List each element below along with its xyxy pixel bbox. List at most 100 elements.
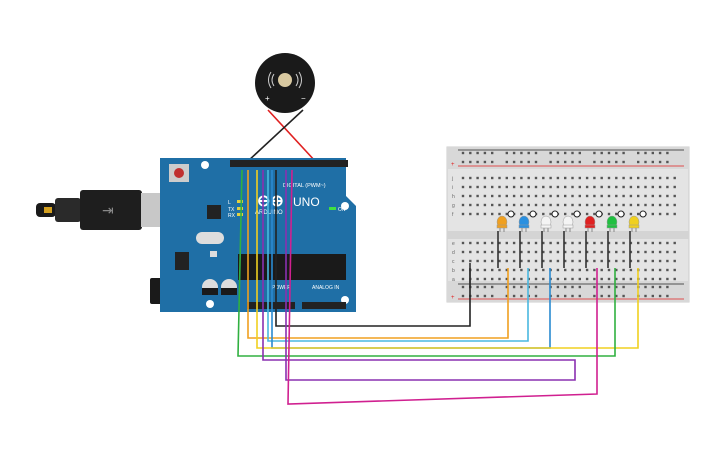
led-white[interactable] [562, 210, 581, 232]
wire-green[interactable] [237, 169, 616, 357]
breadboard-hole [564, 176, 567, 180]
breadboard-hole [593, 176, 596, 180]
breadboard-hole [578, 185, 581, 189]
breadboard-hole [549, 151, 552, 155]
breadboard-holes [461, 151, 676, 298]
led-green[interactable] [606, 210, 625, 232]
breadboard-hole [505, 241, 508, 245]
breadboard-hole [607, 176, 611, 180]
wire-orange[interactable] [247, 170, 509, 339]
breadboard-hole [600, 160, 603, 164]
breadboard-hole [673, 241, 676, 245]
breadboard-hole [637, 160, 640, 164]
breadboard-hole [651, 250, 654, 254]
led-white[interactable] [540, 210, 559, 232]
breadboard-hole [461, 277, 465, 281]
breadboard-hole [534, 250, 538, 254]
breadboard-hole [629, 194, 633, 198]
breadboard-hole [527, 160, 530, 164]
buzzer-wire-black[interactable] [246, 109, 304, 163]
led-marker-icon [617, 210, 625, 218]
led-yellow[interactable] [628, 210, 647, 232]
breadboard-hole [585, 194, 589, 198]
breadboard-hole [556, 185, 560, 189]
wire-purple[interactable] [262, 170, 576, 381]
breadboard-hole [593, 268, 596, 272]
breadboard-hole [622, 194, 625, 198]
breadboard-hole [637, 250, 640, 254]
led-blue[interactable] [518, 210, 537, 232]
arduino-logo-icon: ⊖⊕ [257, 193, 284, 210]
breadboard-hole [549, 250, 552, 254]
breadboard-hole [498, 259, 501, 263]
breadboard-hole [607, 259, 611, 263]
breadboard-hole [476, 185, 479, 189]
breadboard-hole [564, 194, 567, 198]
breadboard-hole [629, 259, 633, 263]
breadboard-hole [593, 185, 596, 189]
atmega-chip [238, 254, 346, 280]
breadboard-hole [564, 285, 567, 289]
breadboard-hole [483, 185, 487, 189]
breadboard-hole [578, 203, 581, 207]
usb-cable: ⇥ [36, 190, 179, 230]
breadboard-hole [629, 203, 633, 207]
breadboard-hole [498, 194, 501, 198]
breadboard-hole [520, 285, 523, 289]
breadboard-hole [644, 285, 647, 289]
wire-black-gnd[interactable] [275, 170, 471, 327]
breadboard-hole [505, 194, 508, 198]
led-marker-icon [507, 210, 515, 218]
breadboard-hole [637, 194, 640, 198]
breadboard-hole [520, 212, 523, 216]
breadboard-hole [607, 268, 611, 272]
breadboard-hole [512, 285, 516, 289]
breadboard-hole [556, 277, 560, 281]
breadboard-hole [637, 212, 640, 216]
wire-yellow[interactable] [256, 170, 639, 349]
breadboard-hole [666, 160, 669, 164]
breadboard-hole [600, 277, 603, 281]
breadboard-hole [593, 151, 596, 155]
breadboard-hole [564, 250, 567, 254]
breadboard-hole [512, 277, 516, 281]
breadboard-hole [549, 176, 552, 180]
breadboard-hole [556, 160, 560, 164]
breadboard-hole [615, 151, 618, 155]
buzzer-wire-red[interactable] [267, 109, 317, 163]
breadboard-hole [498, 277, 501, 281]
breadboard-hole [658, 241, 662, 245]
breadboard-hole [622, 259, 625, 263]
breadboard-hole [491, 151, 494, 155]
breadboard-hole [644, 294, 647, 298]
breadboard-hole [505, 151, 508, 155]
breadboard-hole [461, 176, 465, 180]
breadboard-hole [629, 268, 633, 272]
breadboard-hole [527, 203, 530, 207]
wire-magenta[interactable] [287, 169, 598, 405]
usb-chip [207, 205, 221, 219]
piezo-buzzer[interactable]: + − [255, 53, 315, 113]
led-red[interactable] [584, 210, 603, 232]
wire-lightblue[interactable] [267, 170, 529, 342]
breadboard-hole [505, 212, 508, 216]
breadboard-hole [534, 241, 538, 245]
breadboard-hole [585, 268, 589, 272]
breadboard-hole [483, 160, 487, 164]
breadboard-hole [491, 250, 494, 254]
breadboard-hole [491, 259, 494, 263]
led-group [496, 210, 647, 232]
breadboard-hole [469, 185, 472, 189]
on-led [329, 207, 336, 210]
arduino-uno-board[interactable]: DIGITAL (PWM~) ⊖⊕ ARDUINO UNO ON L TX RX… [160, 158, 356, 312]
led-orange[interactable] [496, 210, 515, 232]
breadboard-hole [520, 268, 523, 272]
breadboard-hole [629, 277, 633, 281]
breadboard-hole [476, 259, 479, 263]
breadboard-hole [622, 151, 625, 155]
row-letter: g [452, 203, 455, 209]
breadboard-hole [498, 250, 501, 254]
l-label: L [228, 200, 231, 206]
breadboard-hole [512, 241, 516, 245]
